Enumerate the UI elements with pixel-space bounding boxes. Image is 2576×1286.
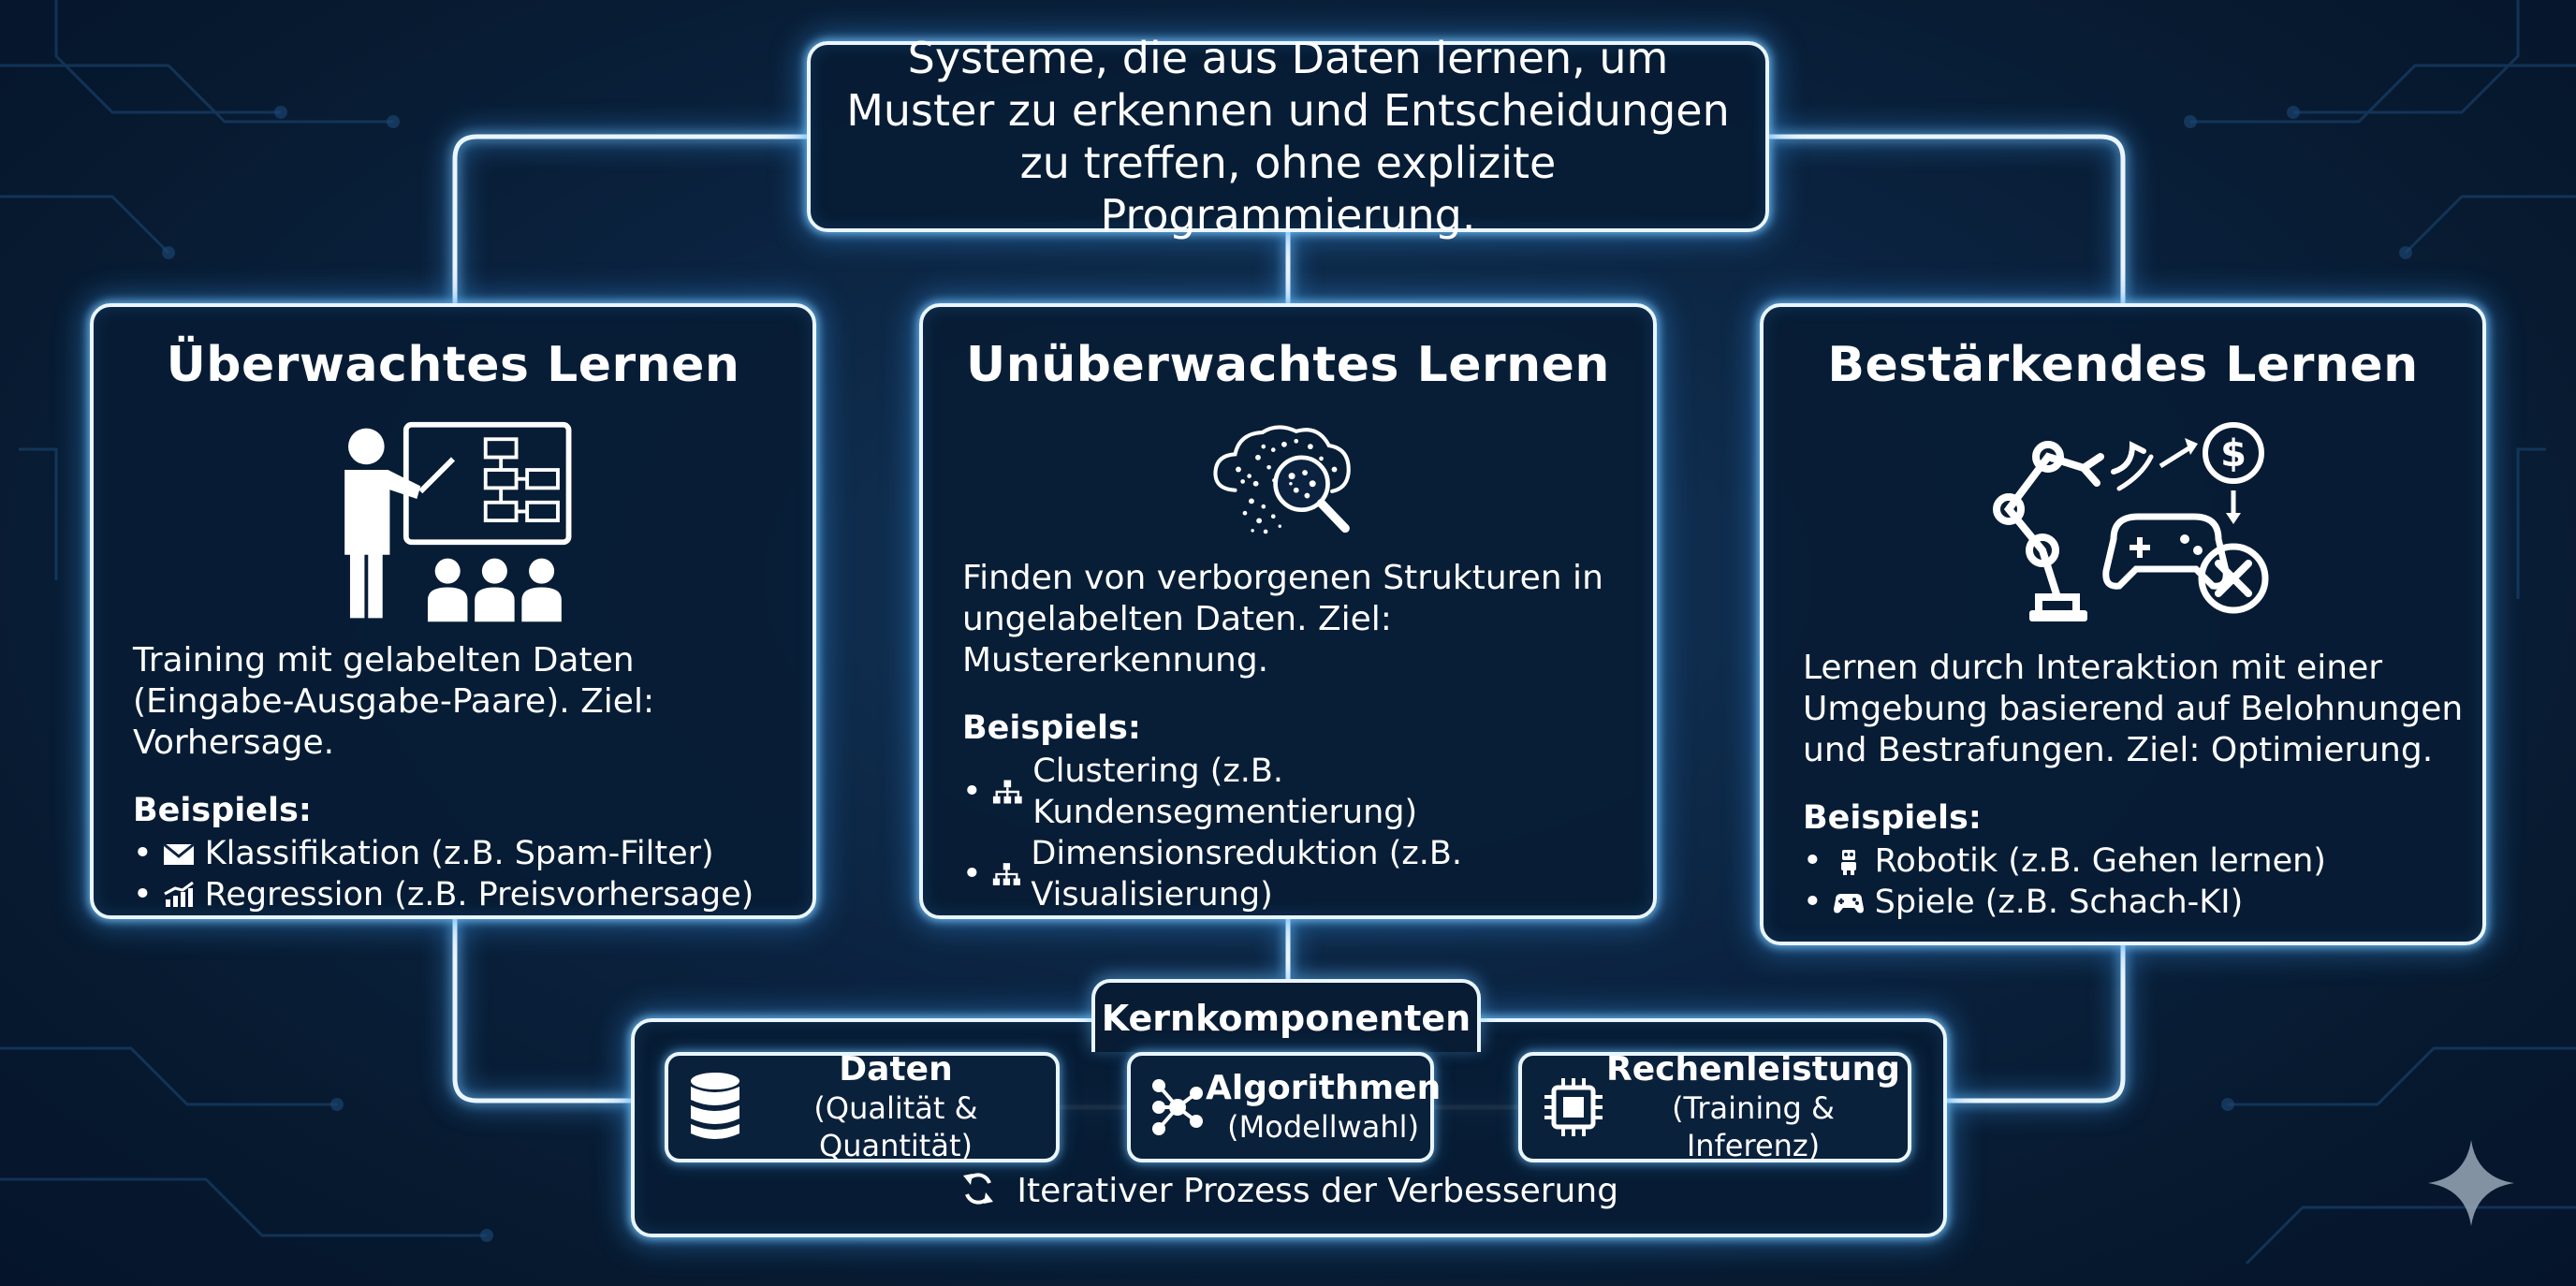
database-icon xyxy=(691,1073,739,1139)
examples-list: • Clustering (z.B. Kundensegmentierung) … xyxy=(962,751,1653,915)
list-item: • Dimensionsreduktion (z.B. Visualisieru… xyxy=(962,835,1462,913)
gamepad-icon xyxy=(1833,894,1864,913)
definition-text: Systeme, die aus Daten lernen, um Muster… xyxy=(846,33,1730,241)
examples-heading: Beispiels: xyxy=(133,792,312,829)
envelope-icon xyxy=(162,842,195,865)
card-title: Unüberwachtes Lernen xyxy=(966,337,1610,393)
teacher-presentation-icon xyxy=(344,421,572,622)
list-item: • Regression (z.B. Preisvorhersage) xyxy=(133,876,754,913)
card-description: Training mit gelabelten Daten (Eingabe-A… xyxy=(133,641,655,762)
component-name: Algorithmen xyxy=(1206,1069,1442,1107)
list-item: • Klassifikation (z.B. Spam-Filter) xyxy=(133,835,714,872)
definition-box: Systeme, die aus Daten lernen, um Muster… xyxy=(807,33,1769,241)
component-name: Daten xyxy=(839,1050,953,1089)
iteration-footer: Iterativer Prozess der Verbesserung xyxy=(631,1170,1947,1210)
card-description: Finden von verborgenen Strukturen in ung… xyxy=(962,559,1603,680)
card-description: Lernen durch Interaktion mit einer Umgeb… xyxy=(1803,649,2464,769)
examples-list: • Robotik (z.B. Gehen lernen) • Spiele (… xyxy=(1803,840,2482,923)
card-reinforcement-learning: Bestärkendes Lernen $ Lernen durch Inter… xyxy=(1760,303,2486,945)
hierarchy-icon xyxy=(992,780,1022,804)
refresh-icon xyxy=(962,1173,993,1205)
component-subtitle: (Modellwahl) xyxy=(1227,1109,1420,1145)
chart-trend-icon xyxy=(163,881,194,907)
component-computing-power: Rechenleistung (Training & Inferenz) xyxy=(1518,1050,1911,1163)
cloud-magnifier-icon xyxy=(1213,425,1351,534)
card-title: Bestärkendes Lernen xyxy=(1827,337,2419,393)
list-item: • Spiele (z.B. Schach-KI) xyxy=(1803,884,2244,921)
robot-icon xyxy=(1840,850,1856,875)
examples-list: • Klassifikation (z.B. Spam-Filter) • Re… xyxy=(133,833,812,915)
component-data: Daten (Qualität & Quantität) xyxy=(665,1050,1060,1163)
network-icon xyxy=(1152,1079,1203,1135)
card-unsupervised-learning: Unüberwachtes Lernen Finden von verborge… xyxy=(919,303,1657,919)
card-title: Überwachtes Lernen xyxy=(166,337,740,393)
core-components-title: Kernkomponenten xyxy=(1091,979,1481,1052)
robot-arm-reward-icon: $ xyxy=(1993,422,2269,621)
component-subtitle: (Qualität & Quantität) xyxy=(813,1090,978,1163)
component-name: Rechenleistung xyxy=(1606,1050,1900,1089)
chip-icon xyxy=(1544,1078,1603,1136)
examples-heading: Beispiels: xyxy=(962,709,1141,747)
component-subtitle: (Training & Inferenz) xyxy=(1672,1090,1835,1163)
component-algorithms: Algorithmen (Modellwahl) xyxy=(1127,1052,1441,1162)
sparkle-icon xyxy=(2428,1140,2514,1226)
hierarchy-icon xyxy=(992,863,1020,885)
card-supervised-learning: Überwachtes Lernen Tra xyxy=(90,303,816,919)
footer-text: Iterativer Prozess der Verbesserung xyxy=(1017,1172,1619,1210)
examples-heading: Beispiels: xyxy=(1803,799,1982,837)
list-item: • Robotik (z.B. Gehen lernen) xyxy=(1803,842,2326,880)
svg-text:$: $ xyxy=(2220,432,2247,475)
list-item: • Clustering (z.B. Kundensegmentierung) xyxy=(962,753,1418,831)
